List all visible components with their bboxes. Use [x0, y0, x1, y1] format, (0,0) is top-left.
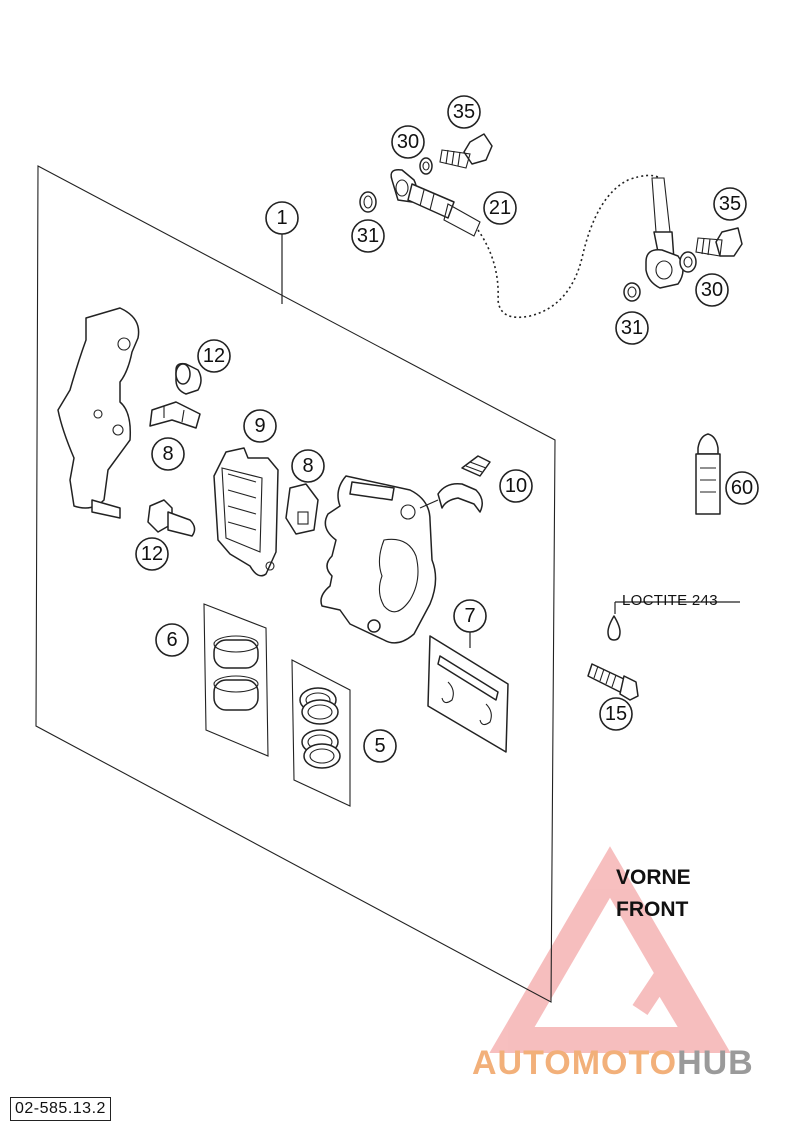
callout-12-lower: 12: [135, 537, 169, 571]
loctite-drop-icon: [607, 615, 621, 641]
bleeder-valve: [437, 455, 491, 513]
direction-label-german: VORNE: [616, 866, 691, 889]
callout-7: 7: [453, 599, 487, 633]
svg-text:9: 9: [254, 415, 265, 437]
loctite-label: LOCTITE 243: [622, 592, 718, 609]
svg-text:12: 12: [203, 345, 225, 367]
svg-text:30: 30: [701, 279, 723, 301]
pin-kit-card: [427, 635, 509, 753]
grease-tube: [695, 433, 721, 515]
svg-text:10: 10: [505, 475, 527, 497]
washer-30-upper: [419, 157, 433, 175]
callout-35-upper: 35: [447, 95, 481, 129]
svg-text:35: 35: [719, 193, 741, 215]
document-code: 02-585.13.2: [10, 1097, 111, 1121]
callout-15: 15: [599, 697, 633, 731]
svg-text:15: 15: [605, 703, 627, 725]
pad-spring: [285, 483, 319, 535]
svg-text:1: 1: [276, 207, 287, 229]
callout-60: 60: [725, 471, 759, 505]
svg-text:5: 5: [374, 735, 385, 757]
watermark-text-part1: AUTOMOTO: [472, 1044, 678, 1082]
washer-31-upper: [359, 191, 377, 213]
svg-text:7: 7: [464, 605, 475, 627]
washer-30-lower: [679, 251, 697, 273]
callout-8-left: 8: [151, 437, 185, 471]
svg-text:35: 35: [453, 101, 475, 123]
watermark-text: AUTOMOTOHUB: [472, 1044, 754, 1083]
svg-text:8: 8: [162, 443, 173, 465]
callout-6: 6: [155, 623, 189, 657]
svg-text:6: 6: [166, 629, 177, 651]
pistons-kit: [203, 603, 269, 757]
brake-pads: [213, 447, 279, 577]
spring-clip-left: [149, 401, 201, 429]
banjo-bolt-upper: [439, 133, 493, 169]
watermark-logo-icon: [489, 846, 731, 1053]
svg-text:31: 31: [357, 225, 379, 247]
seals-kit: [291, 659, 351, 807]
callout-9: 9: [243, 409, 277, 443]
rubber-boot-upper: [175, 362, 202, 395]
svg-text:12: 12: [141, 543, 163, 565]
banjo-bolt-lower: [695, 227, 743, 257]
svg-text:60: 60: [731, 477, 753, 499]
direction-label-english: FRONT: [616, 898, 689, 921]
callout-30-lower: 30: [695, 273, 729, 307]
kit-frame: [35, 165, 556, 1003]
callout-30-upper: 30: [391, 125, 425, 159]
callout-5: 5: [363, 729, 397, 763]
svg-text:30: 30: [397, 131, 419, 153]
guide-pin: [147, 499, 196, 537]
callout-31-lower: 31: [615, 311, 649, 345]
caliper-bracket: [57, 307, 140, 519]
svg-text:8: 8: [302, 455, 313, 477]
svg-text:31: 31: [621, 317, 643, 339]
callout-21: 21: [483, 191, 517, 225]
callout-35-lower: 35: [713, 187, 747, 221]
leader-lines: [281, 234, 740, 648]
brake-hose: [390, 168, 684, 319]
caliper-body: [320, 475, 437, 644]
callout-8-right: 8: [291, 449, 325, 483]
svg-text:21: 21: [489, 197, 511, 219]
callout-1: 1: [265, 201, 299, 235]
callout-12-upper: 12: [197, 339, 231, 373]
screw: [587, 663, 639, 701]
watermark-text-part2: HUB: [677, 1044, 754, 1082]
callout-31-upper: 31: [351, 219, 385, 253]
washer-31-lower: [623, 282, 641, 302]
callout-10: 10: [499, 469, 533, 503]
